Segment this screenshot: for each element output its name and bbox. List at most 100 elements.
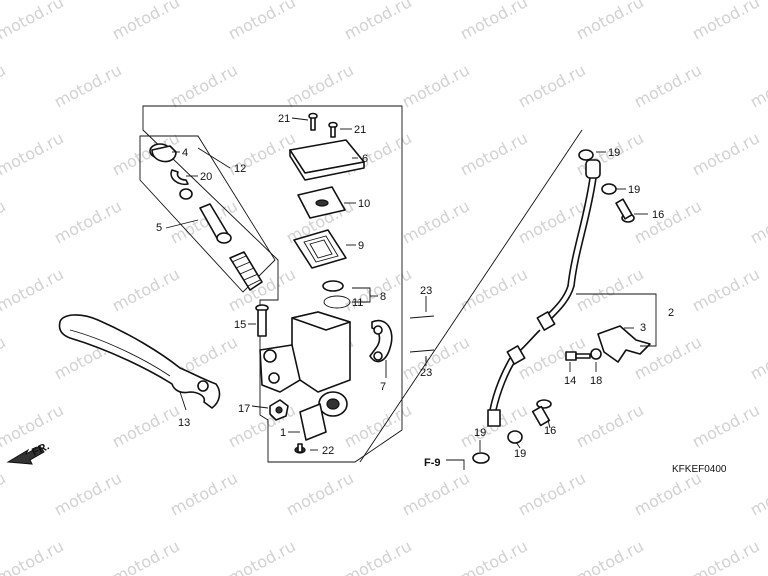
callout-21-second: 21 [354, 124, 366, 136]
reservoir-plate [297, 186, 346, 219]
callout-10: 10 [358, 198, 370, 210]
watermark-text: motod.ru [457, 0, 531, 44]
watermark-text: motod.ru [747, 468, 768, 519]
watermark-text: motod.ru [573, 0, 647, 44]
master-cylinder-holder [369, 319, 393, 363]
watermark-text: motod.ru [341, 400, 415, 451]
callout-7: 7 [380, 381, 386, 393]
callout-19-third: 19 [474, 427, 486, 439]
callout-20: 20 [200, 171, 212, 183]
watermark-text: motod.ru [573, 400, 647, 451]
sealing-washer-d [507, 430, 523, 444]
watermark-text: motod.ru [631, 332, 705, 383]
watermark-text: motod.ru [51, 60, 125, 111]
piston [199, 203, 232, 244]
callout-8: 8 [380, 291, 386, 303]
watermark-text: motod.ru [225, 0, 299, 44]
washer [179, 188, 193, 200]
hose-separator-line [359, 129, 583, 463]
callout-3: 3 [640, 322, 646, 334]
watermark-text: motod.ru [457, 536, 531, 576]
watermark-text: motod.ru [109, 536, 183, 576]
callout-16-lower: 16 [544, 425, 556, 437]
callout-5: 5 [156, 222, 162, 234]
reservoir-cap [289, 139, 365, 181]
circlip [170, 169, 189, 186]
callout-17: 17 [238, 403, 250, 415]
watermark-text: motod.ru [0, 536, 67, 576]
watermark-text: motod.ru [225, 536, 299, 576]
watermark-text: motod.ru [399, 332, 473, 383]
watermark-text: motod.ru [341, 536, 415, 576]
master-cylinder-group-outline [142, 105, 403, 463]
switch-assembly [299, 403, 327, 441]
watermark-text: motod.ru [573, 264, 647, 315]
hose-clamp [597, 325, 651, 363]
switch-screw [294, 443, 306, 454]
watermark-text: motod.ru [689, 128, 763, 179]
watermark-text: motod.ru [689, 264, 763, 315]
lever-pivot-nut [269, 399, 289, 421]
callout-9: 9 [358, 240, 364, 252]
watermark-text: motod.ru [167, 60, 241, 111]
watermark-text: motod.ru [689, 536, 763, 576]
watermark-text: motod.ru [283, 60, 357, 111]
master-cylinder-body [259, 311, 351, 417]
callout-18: 18 [590, 375, 602, 387]
watermark-text: motod.ru [51, 196, 125, 247]
watermark-text: motod.ru [747, 60, 768, 111]
front-direction-label: FR. [30, 440, 51, 458]
watermark-text: motod.ru [0, 332, 9, 383]
callout-11: 11 [352, 297, 363, 309]
watermark-text: motod.ru [0, 400, 67, 451]
watermark-text: motod.ru [689, 0, 763, 44]
watermark-text: motod.ru [457, 264, 531, 315]
callout-13: 13 [178, 417, 190, 429]
diagram-code: KFKEF0400 [672, 464, 727, 475]
sealing-washer-b [601, 183, 617, 195]
callout-23-upper: 23 [420, 285, 432, 297]
leader-lines [165, 117, 657, 470]
piston-spring [229, 251, 263, 291]
watermark-text: motod.ru [0, 264, 67, 315]
watermark-text: motod.ru [283, 468, 357, 519]
sealing-washer-a [578, 149, 594, 161]
callout-1: 1 [280, 427, 286, 439]
watermark-text: motod.ru [573, 536, 647, 576]
callout-15: 15 [234, 319, 246, 331]
watermark-text: motod.ru [631, 60, 705, 111]
callout-21-top: 21 [278, 113, 290, 125]
callout-6: 6 [362, 153, 368, 165]
callout-19-fourth: 19 [514, 448, 526, 460]
callout-2: 2 [668, 307, 674, 319]
watermark-text: motod.ru [0, 60, 9, 111]
callout-14: 14 [564, 375, 576, 387]
callout-23-lower: 23 [420, 367, 432, 379]
callout-12: 12 [234, 163, 246, 175]
gasket-ring [323, 295, 351, 309]
watermark-text: motod.ru [457, 128, 531, 179]
watermark-text: motod.ru [109, 264, 183, 315]
watermark-text: motod.ru [399, 196, 473, 247]
watermark-text: motod.ru [515, 60, 589, 111]
section-reference-f9[interactable]: F-9 [424, 457, 441, 469]
watermark-text: motod.ru [51, 468, 125, 519]
watermark-text: motod.ru [0, 468, 9, 519]
watermark-text: motod.ru [167, 468, 241, 519]
callout-22: 22 [322, 445, 334, 457]
callout-16-upper: 16 [652, 209, 664, 221]
watermark-text: motod.ru [747, 196, 768, 247]
lever-pivot-bolt [255, 304, 269, 337]
oil-bolt-lower [531, 399, 552, 427]
watermark-text: motod.ru [0, 0, 67, 44]
clamp-bolt [565, 351, 591, 361]
watermark-text: motod.ru [0, 128, 67, 179]
brake-lever [58, 314, 221, 409]
callout-4: 4 [182, 147, 188, 159]
oil-bolt-upper [615, 198, 635, 223]
watermark-text: motod.ru [341, 0, 415, 44]
watermark-text: motod.ru [109, 0, 183, 44]
sealing-washer-c [472, 452, 490, 464]
